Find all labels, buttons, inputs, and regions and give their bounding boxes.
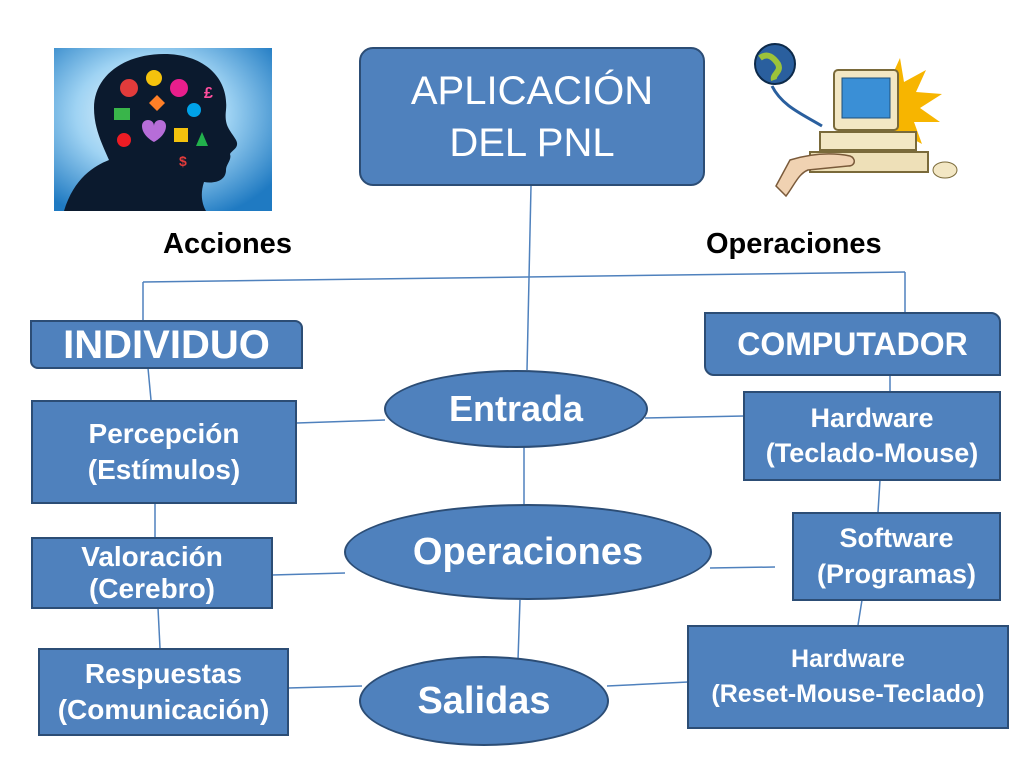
left-node-line1: Respuestas [84, 657, 243, 689]
label-operaciones: Operaciones [706, 228, 882, 260]
right-node-hardware-out: Hardware (Reset-Mouse-Teclado) [687, 625, 1009, 729]
label-acciones: Acciones [163, 228, 292, 260]
center-node-entrada: Entrada [384, 370, 648, 448]
individuo-label: INDIVIDUO [63, 322, 270, 367]
center-node-label: Entrada [448, 388, 584, 429]
center-node-label: Operaciones [412, 530, 644, 573]
right-node-line1: Hardware [791, 645, 905, 674]
head-silhouette-image: £ $ [54, 48, 272, 211]
title-line2: DEL PNL [449, 120, 615, 165]
left-node-line1: Percepción [88, 417, 240, 449]
computer-clipart-image [754, 43, 958, 198]
right-node-line1: Hardware [810, 402, 934, 433]
left-node-line2: (Estímulos) [87, 454, 241, 485]
right-node-line1: Software [839, 523, 954, 554]
left-node-line2: (Cerebro) [88, 573, 215, 604]
left-node-valoracion: Valoración (Cerebro) [31, 537, 273, 609]
left-node-percepcion: Percepción (Estímulos) [31, 400, 297, 504]
center-node-label: Salidas [417, 679, 551, 722]
left-node-respuestas: Respuestas (Comunicación) [38, 648, 289, 736]
svg-text:£: £ [204, 85, 213, 102]
center-node-salidas: Salidas [359, 656, 609, 746]
center-node-operaciones: Operaciones [344, 504, 712, 600]
right-node-line2: (Programas) [816, 558, 977, 589]
title-box: APLICACIÓN DEL PNL [359, 47, 705, 186]
right-node-line2: (Reset-Mouse-Teclado) [711, 680, 985, 708]
left-node-line2: (Comunicación) [57, 694, 270, 725]
right-node-hardware-in: Hardware (Teclado-Mouse) [743, 391, 1001, 481]
computador-label: COMPUTADOR [737, 325, 968, 362]
right-node-software: Software (Programas) [792, 512, 1001, 601]
svg-text:$: $ [179, 153, 187, 169]
right-node-line2: (Teclado-Mouse) [765, 438, 979, 468]
title-line1: APLICACIÓN [410, 68, 654, 113]
computador-header: COMPUTADOR [704, 312, 1001, 376]
individuo-header: INDIVIDUO [30, 320, 303, 369]
left-node-line1: Valoración [81, 540, 223, 572]
